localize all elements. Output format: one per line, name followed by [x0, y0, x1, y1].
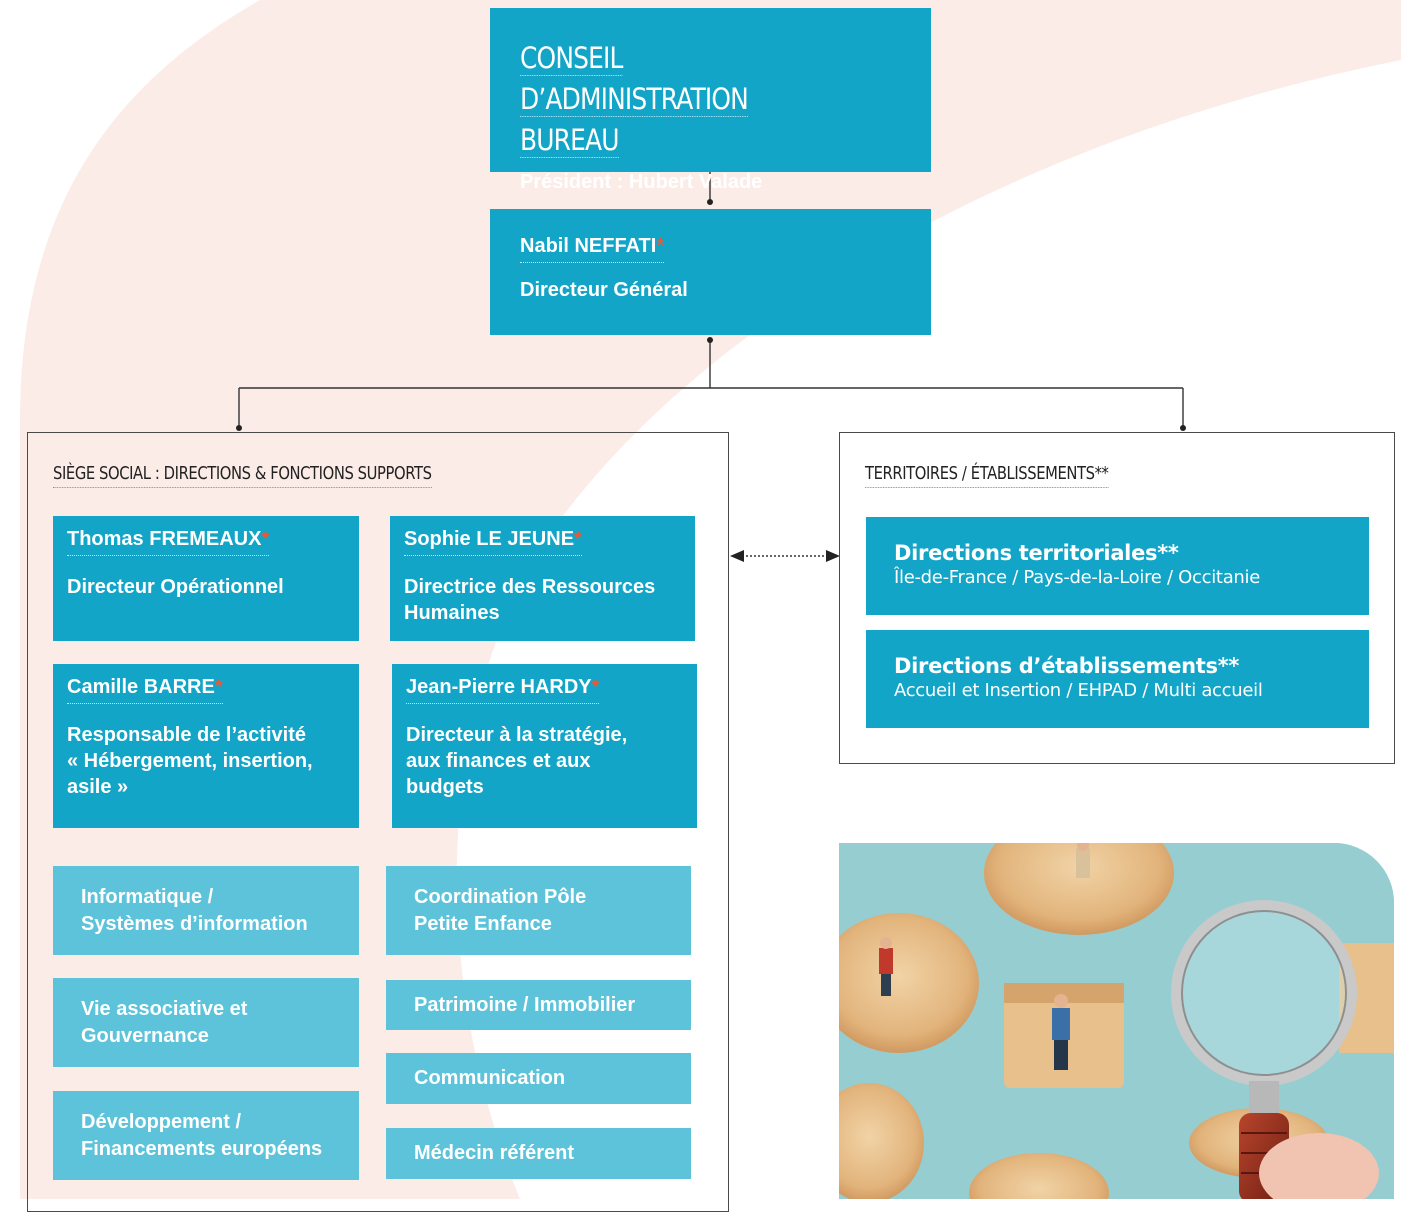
- director-card: Thomas FREMEAUX* Directeur Opérationnel: [53, 516, 359, 641]
- director-name: Camille BARRE*: [67, 676, 223, 704]
- director-name: Jean-Pierre HARDY*: [406, 676, 600, 704]
- territory-card: Directions d’établissements** Accueil et…: [866, 630, 1369, 728]
- board-box: CONSEIL D’ADMINISTRATION BUREAU Présiden…: [490, 8, 931, 193]
- director-card: Sophie LE JEUNE* Directrice des Ressourc…: [390, 516, 695, 641]
- board-title: CONSEIL D’ADMINISTRATION BUREAU: [520, 41, 749, 158]
- director-name: Thomas FREMEAUX*: [67, 528, 270, 556]
- magnifier-people-photo: [839, 843, 1394, 1199]
- director-card: Camille BARRE* Responsable de l’activité…: [53, 664, 359, 828]
- territories-label: TERRITOIRES / ÉTABLISSEMENTS**: [865, 463, 1109, 488]
- territory-card: Directions territoriales** Île-de-France…: [866, 517, 1369, 615]
- president-text: Président : Hubert Valade: [520, 171, 763, 193]
- director-role: Directeur Opérationnel: [67, 576, 284, 598]
- function-it: Informatique /Systèmes d’information: [53, 866, 359, 955]
- ceo-box: Nabil NEFFATI* Directeur Général: [490, 209, 931, 335]
- territories-frame: [839, 432, 1395, 764]
- territory-title: Directions d’établissements**: [894, 654, 1240, 678]
- territory-subtitle: Accueil et Insertion / EHPAD / Multi acc…: [894, 680, 1263, 701]
- director-role: Directrice des Ressources Humaines: [404, 576, 656, 624]
- director-role: Directeur à la stratégie, aux finances e…: [406, 724, 628, 798]
- director-card: Jean-Pierre HARDY* Directeur à la straté…: [392, 664, 697, 828]
- ceo-name: Nabil NEFFATI*: [520, 235, 665, 263]
- function-patrimoine: Patrimoine / Immobilier: [386, 980, 691, 1030]
- director-role: Responsable de l’activité « Hébergement,…: [67, 724, 313, 798]
- function-developpement: Développement /Financements européens: [53, 1091, 359, 1180]
- function-communication: Communication: [386, 1053, 691, 1104]
- territory-title: Directions territoriales**: [894, 541, 1179, 565]
- director-name: Sophie LE JEUNE*: [404, 528, 582, 556]
- headquarters-label: SIÈGE SOCIAL : DIRECTIONS & FONCTIONS SU…: [53, 463, 432, 488]
- photo-illustration: [839, 843, 1394, 1199]
- ceo-role: Directeur Général: [520, 279, 688, 301]
- function-medecin: Médecin référent: [386, 1128, 691, 1179]
- territory-subtitle: Île-de-France / Pays-de-la-Loire / Occit…: [894, 567, 1261, 588]
